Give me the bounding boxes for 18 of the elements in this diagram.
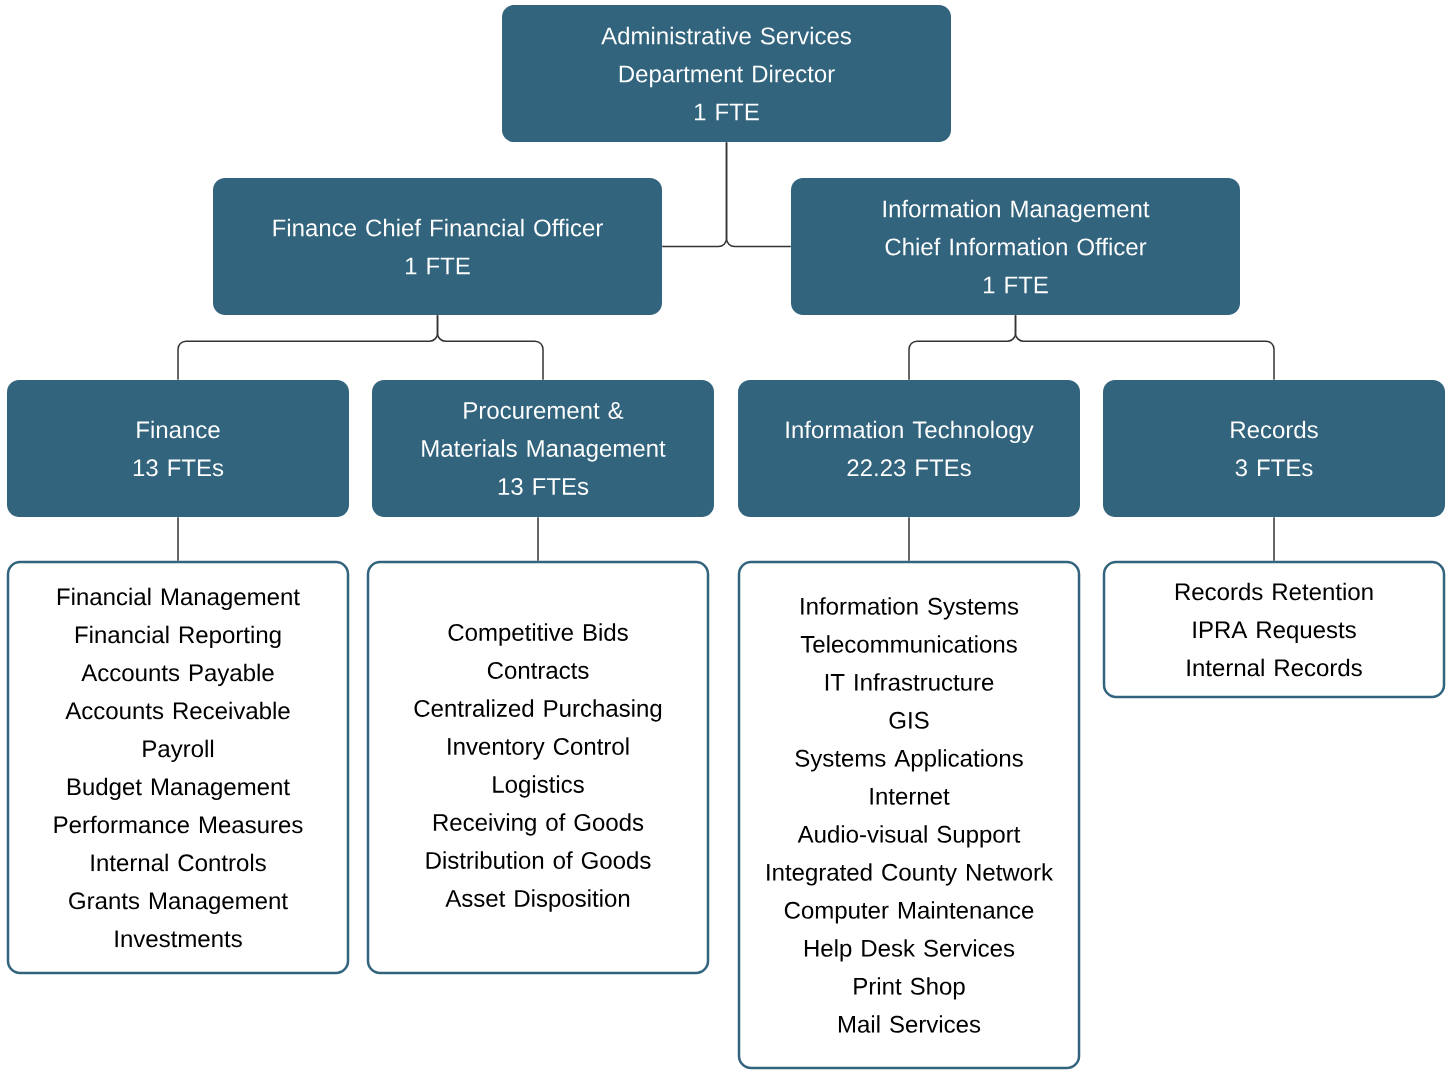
connector [1273, 516, 1275, 562]
org-box: Information Technology 22.23 FTEs [738, 380, 1080, 517]
org-box: Finance Chief Financial Officer 1 FTE [213, 178, 662, 315]
connector [436, 314, 544, 381]
connector [537, 516, 539, 562]
org-box: Records 3 FTEs [1103, 380, 1445, 517]
org-box: Administrative Services Department Director 1 FTE [502, 5, 951, 142]
org-box: Procurement & Materials Management 13 FTEs [372, 380, 714, 517]
org-box: Finance 13 FTEs [7, 380, 349, 517]
connector [725, 141, 792, 248]
duties-box: Records Retention IPRA Requests Internal Records [1102, 560, 1446, 699]
duties-box: Financial Management Financial Reporting Accounts Payable Accounts Receivable Payroll Budget Management Performance Measures Internal Controls Grants Management Investments [6, 560, 350, 975]
duties-box: Competitive Bids Contracts Centralized Purchasing Inventory Control Logistics Receiving of Goods Distribution of Goods Asset Disposition [366, 560, 710, 975]
connector [1014, 314, 1275, 381]
duties-box: Information Systems Telecommunications IT Infrastructure GIS Systems Applications Internet Audio-visual Support Integrated County Network Computer Maintenance Help Desk Services Print Shop Mail Services [737, 560, 1081, 1070]
connector [908, 516, 910, 562]
org-box: Information Management Chief Information Officer 1 FTE [791, 178, 1240, 315]
connector [177, 516, 179, 562]
